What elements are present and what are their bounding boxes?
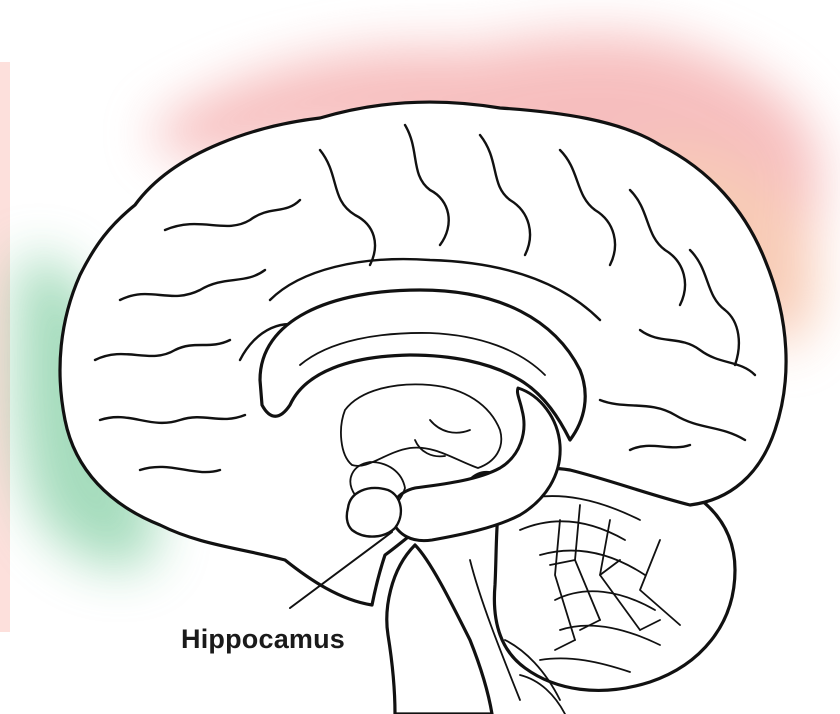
hippocampus-label: Hippocamus: [181, 624, 345, 655]
